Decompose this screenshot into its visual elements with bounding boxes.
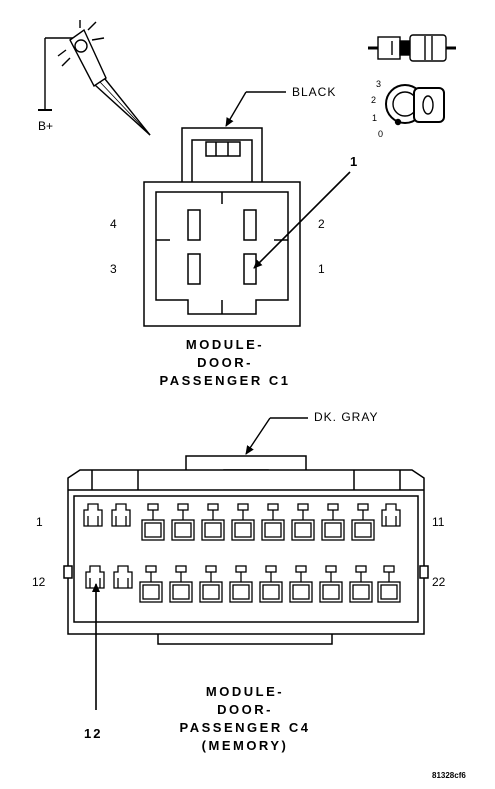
c1-pin-2-label: 2 <box>318 217 325 231</box>
c4-title-line-2: DOOR- <box>217 702 273 717</box>
c4-cavity-9 <box>321 503 345 541</box>
connector-c4-drawing <box>63 455 429 645</box>
black-leader-arrow <box>225 91 247 127</box>
c1-title-line-2: DOOR- <box>197 355 253 370</box>
c4-title: MODULE- DOOR- PASSENGER C4 (MEMORY) <box>95 683 395 755</box>
c4-cavity-10 <box>351 503 375 541</box>
key-position-0: 0 <box>378 129 384 139</box>
c4-callout-number: 12 <box>84 726 103 741</box>
c4-cavity-16 <box>199 565 223 603</box>
c4-cavity-15 <box>169 565 193 603</box>
c1-title-line-3: PASSENGER C1 <box>159 373 291 388</box>
c4-cavity-19 <box>289 565 313 603</box>
c4-cavity-2 <box>111 503 131 527</box>
c1-pin-1-label: 1 <box>318 262 325 276</box>
c4-cavity-1 <box>83 503 103 527</box>
ignition-key-icon <box>368 34 456 126</box>
c1-title: MODULE- DOOR- PASSENGER C1 <box>75 336 375 390</box>
c4-title-line-3: PASSENGER C4 <box>179 720 311 735</box>
c1-callout-number: 1 <box>350 154 360 169</box>
c4-pin-22-label: 22 <box>432 575 446 589</box>
c1-pin-3-label: 3 <box>110 262 117 276</box>
c4-pin-1-label: 1 <box>36 515 43 529</box>
c4-color-label: DK. GRAY <box>314 410 379 424</box>
callout-1-arrow <box>253 171 351 269</box>
c4-pin-12-label: 12 <box>32 575 46 589</box>
c1-pin-4-label: 4 <box>110 217 117 231</box>
c4-cavity-18 <box>259 565 283 603</box>
c4-cavity-6 <box>231 503 255 541</box>
key-position-1: 1 <box>372 113 378 123</box>
dkgray-leader-arrow <box>245 417 271 455</box>
c4-title-line-4: (MEMORY) <box>201 738 289 753</box>
c4-pin-11-label: 11 <box>432 515 445 529</box>
c4-cavity-5 <box>201 503 225 541</box>
c4-cavity-8 <box>291 503 315 541</box>
c1-title-line-1: MODULE- <box>185 337 265 352</box>
c4-cavity-13 <box>113 565 133 589</box>
c1-color-label: BLACK <box>292 85 337 99</box>
connector-c1-drawing <box>143 127 301 327</box>
figure-id: 81328cf6 <box>432 771 466 780</box>
c4-cavity-7 <box>261 503 285 541</box>
c4-cavity-4 <box>171 503 195 541</box>
c4-cavity-20 <box>319 565 343 603</box>
key-position-2: 2 <box>371 95 377 105</box>
supply-label: B+ <box>38 119 54 133</box>
c4-title-line-1: MODULE- <box>205 684 285 699</box>
connector-c4-cavities <box>83 503 401 603</box>
key-position-3: 3 <box>376 79 382 89</box>
c4-cavity-22 <box>377 565 401 603</box>
test-light-probe-icon <box>38 20 151 136</box>
c4-cavity-3 <box>141 503 165 541</box>
c4-cavity-21 <box>349 565 373 603</box>
c4-cavity-17 <box>229 565 253 603</box>
c4-cavity-11 <box>381 503 401 527</box>
c4-cavity-12 <box>85 565 105 589</box>
c4-cavity-14 <box>139 565 163 603</box>
